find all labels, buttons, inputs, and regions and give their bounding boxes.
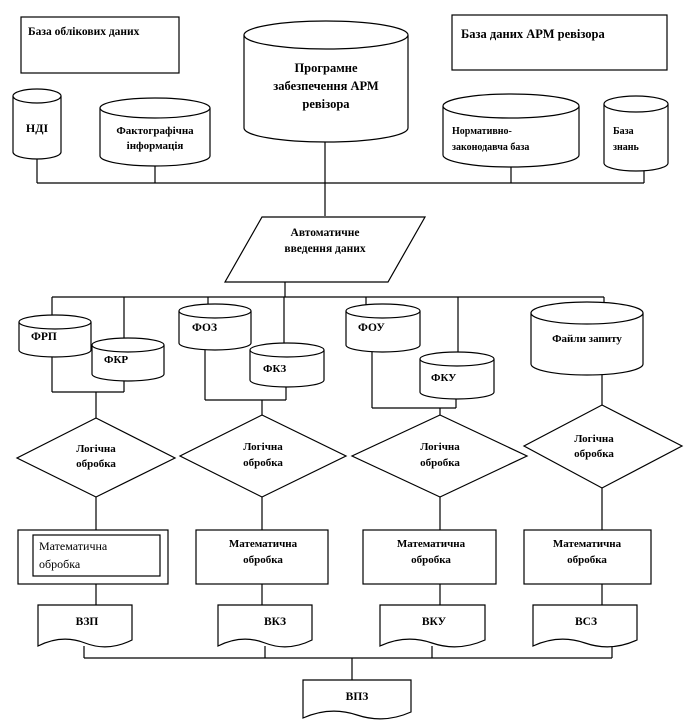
fkr-cylinder: ФКР xyxy=(91,337,165,382)
logic-4-label-line2: обробка xyxy=(574,448,614,460)
logic-1-label-line1: Логічна xyxy=(76,443,116,455)
vkz-label: ВКЗ xyxy=(264,616,286,628)
fact-info-cylinder: Фактографічна інформація xyxy=(99,97,211,167)
logic-2-label-line1: Логічна xyxy=(243,441,283,453)
accounting-db-label: База облікових даних xyxy=(28,26,140,38)
math-4-label-line1: Математична xyxy=(553,538,622,550)
auto-input-label-line1: Автоматичне xyxy=(291,227,360,239)
knowledge-base-label-line1: База xyxy=(613,126,634,137)
logic-diamond-1: Логічна обробка xyxy=(15,417,177,498)
logic-diamond-3: Логічна обробка xyxy=(350,414,529,498)
fou-cylinder: ФОУ xyxy=(345,303,421,353)
math-box-4: Математична обробка xyxy=(523,529,652,585)
logic-4-label-line1: Логічна xyxy=(574,433,614,445)
ndi-label: НДІ xyxy=(26,121,49,135)
ndi-cylinder: НДІ xyxy=(12,88,62,160)
vpz-document: ВПЗ xyxy=(302,679,412,720)
request-files-label: Файли запиту xyxy=(552,333,622,345)
request-files-cylinder: Файли запиту xyxy=(530,301,644,376)
fou-label: ФОУ xyxy=(358,322,385,334)
vkz-document: ВКЗ xyxy=(217,604,313,648)
frp-cylinder: ФРП xyxy=(18,314,92,358)
software-label-line1: Програмне xyxy=(294,61,358,75)
math-1-label-line2: обробка xyxy=(39,557,81,571)
logic-2-label-line2: обробка xyxy=(243,457,283,469)
math-box-1: Математична обробка xyxy=(17,529,169,585)
foz-label: ФОЗ xyxy=(192,322,217,334)
frp-label: ФРП xyxy=(31,331,57,343)
auto-input-parallelogram: Автоматичне введення даних xyxy=(223,216,427,283)
vsz-label: ВСЗ xyxy=(575,616,597,628)
math-2-label-line2: обробка xyxy=(243,554,283,566)
vpz-label: ВПЗ xyxy=(346,691,369,703)
logic-1-label-line2: обробка xyxy=(76,458,116,470)
math-box-3: Математична обробка xyxy=(362,529,497,585)
auditor-db-label: База даних АРМ ревізора xyxy=(461,27,605,41)
fkr-label: ФКР xyxy=(104,354,128,366)
fku-label: ФКУ xyxy=(431,372,456,384)
accounting-db-box: База облікових даних xyxy=(20,16,180,74)
math-2-label-line1: Математична xyxy=(229,538,298,550)
vzp-label: ВЗП xyxy=(76,616,99,628)
normative-base-label-line2: законодавча база xyxy=(452,142,529,153)
fku-cylinder: ФКУ xyxy=(419,351,495,400)
fact-info-label-line2: інформація xyxy=(127,140,184,152)
logic-diamond-2: Логічна обробка xyxy=(178,414,348,498)
auditor-db-box: База даних АРМ ревізора xyxy=(451,14,668,71)
math-3-label-line2: обробка xyxy=(411,554,451,566)
vzp-document: ВЗП xyxy=(37,604,133,648)
math-1-label-line1: Математична xyxy=(39,539,108,553)
fkz-label: ФКЗ xyxy=(263,363,286,375)
vsz-document: ВСЗ xyxy=(532,604,638,648)
software-cylinder: Програмне забезпечення АРМ ревізора xyxy=(243,20,409,143)
foz-cylinder: ФОЗ xyxy=(178,303,252,351)
fkz-cylinder: ФКЗ xyxy=(249,342,325,388)
logic-3-label-line2: обробка xyxy=(420,457,460,469)
normative-base-label-line1: Нормативно- xyxy=(452,126,512,137)
math-3-label-line1: Математична xyxy=(397,538,466,550)
logic-3-label-line1: Логічна xyxy=(420,441,460,453)
vku-document: ВКУ xyxy=(379,604,486,648)
knowledge-base-cylinder: База знань xyxy=(603,95,669,172)
fact-info-label-line1: Фактографічна xyxy=(116,125,194,137)
vku-label: ВКУ xyxy=(422,616,447,628)
software-label-line2: забезпечення АРМ xyxy=(273,79,379,93)
auto-input-label-line2: введення даних xyxy=(284,243,365,255)
math-4-label-line2: обробка xyxy=(567,554,607,566)
software-label-line3: ревізора xyxy=(302,97,350,111)
logic-diamond-4: Логічна обробка xyxy=(522,404,684,489)
knowledge-base-label-line2: знань xyxy=(613,142,640,153)
math-box-2: Математична обробка xyxy=(195,529,329,585)
normative-base-cylinder: Нормативно- законодавча база xyxy=(442,93,580,168)
connector-lines xyxy=(36,140,645,680)
